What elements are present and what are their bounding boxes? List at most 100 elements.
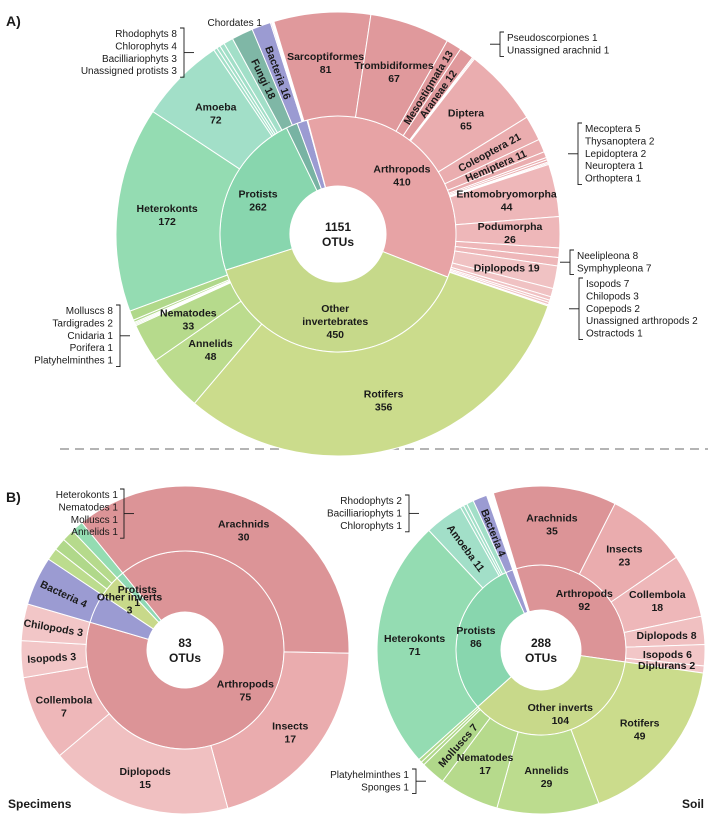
label-line: Diplopods 8 — [637, 630, 697, 642]
center-line: 288 — [531, 636, 551, 650]
label-line: Collembola — [629, 589, 686, 601]
label-line: Annelids — [524, 765, 568, 777]
label-line: 3 — [127, 605, 133, 617]
label-line: 35 — [546, 525, 558, 537]
callout-line: Platyhelminthes 1 — [330, 770, 409, 781]
label-line: Arachnids — [526, 512, 578, 524]
callout-line: Annelids 1 — [71, 527, 118, 538]
label-line: 44 — [501, 201, 513, 213]
callout-line: Mecoptera 5 — [585, 124, 641, 135]
outer-label-diplopods: Diplopods 19 — [474, 263, 540, 275]
label-line: Arachnids — [218, 519, 270, 531]
label-line: 7 — [61, 708, 67, 720]
label-line: 104 — [552, 715, 570, 727]
label-line: invertebrates — [302, 316, 368, 328]
label-line: 29 — [541, 778, 553, 790]
label-line: Heterokonts — [137, 203, 198, 215]
label-line: Insects — [606, 543, 642, 555]
callout-bracket — [578, 277, 583, 341]
callout-line: Rhodophyts 2 — [340, 496, 402, 507]
label-line: Nematodes — [457, 752, 514, 764]
label-line: Protists — [118, 584, 157, 596]
callout-line: Molluscs 1 — [71, 515, 119, 526]
label-line: Diplopods 19 — [474, 263, 540, 275]
panel-b-label: B) — [6, 489, 21, 505]
label-line: Isopods 6 — [643, 649, 692, 661]
callout-bracket — [569, 249, 574, 275]
center-line: OTUs — [169, 651, 201, 665]
label-line: Diplurans 2 — [638, 660, 695, 672]
callout-bracket — [405, 494, 410, 533]
label-line: 75 — [240, 692, 252, 704]
callout-line: Porifera 1 — [70, 343, 114, 354]
callout-line: Bacilliariophyts 1 — [327, 508, 402, 519]
callout-line: Lepidoptera 2 — [585, 149, 647, 160]
label-line: Other inverts — [97, 592, 163, 604]
label-line: 26 — [504, 234, 516, 246]
callout-bracket — [412, 768, 417, 794]
label-line: 17 — [479, 765, 491, 777]
callout-line: Chlorophyts 1 — [340, 521, 402, 532]
label-line: 71 — [409, 646, 421, 658]
label-line: 410 — [393, 177, 411, 189]
callout-text: Chordates 1 — [208, 18, 263, 29]
outer-segment-heterokonts — [71, 521, 124, 579]
callout-bracket — [577, 122, 582, 186]
callout-bracket — [116, 304, 121, 368]
outer-segment-heterokonts — [376, 529, 484, 761]
footer-soil: Soil — [682, 797, 704, 811]
label-line: 15 — [139, 779, 151, 791]
callout-line: Tardigrades 2 — [52, 318, 113, 329]
callout-line: Isopods 7 — [586, 279, 630, 290]
label-line: 30 — [238, 532, 250, 544]
callout-line: Nematodes 1 — [59, 502, 119, 513]
outer-label-diplurans: Diplurans 2 — [638, 660, 695, 672]
callout-line: Platyhelminthes 1 — [34, 356, 113, 367]
label-line: 356 — [375, 401, 393, 413]
callout-line: Unassigned protists 3 — [81, 66, 178, 77]
label-line: Isopods 3 — [27, 651, 77, 666]
center-line: OTUs — [525, 651, 557, 665]
label-line: 33 — [183, 320, 195, 332]
callout-line: Unassigned arachnid 1 — [507, 45, 610, 56]
callout-line: Chlorophyts 4 — [115, 41, 177, 52]
center-line: OTUs — [322, 235, 354, 249]
outer-segment-chordates — [269, 21, 304, 123]
label-line: Protists — [456, 625, 495, 637]
center-hole — [290, 186, 386, 282]
label-line: 81 — [320, 64, 332, 76]
label-line: 172 — [158, 216, 176, 228]
label-line: Other — [321, 303, 349, 315]
label-line: Amoeba — [195, 101, 237, 113]
callout-line: Neelipleona 8 — [577, 251, 639, 262]
label-line: 23 — [619, 556, 631, 568]
callout-line: Thysanoptera 2 — [585, 136, 655, 147]
